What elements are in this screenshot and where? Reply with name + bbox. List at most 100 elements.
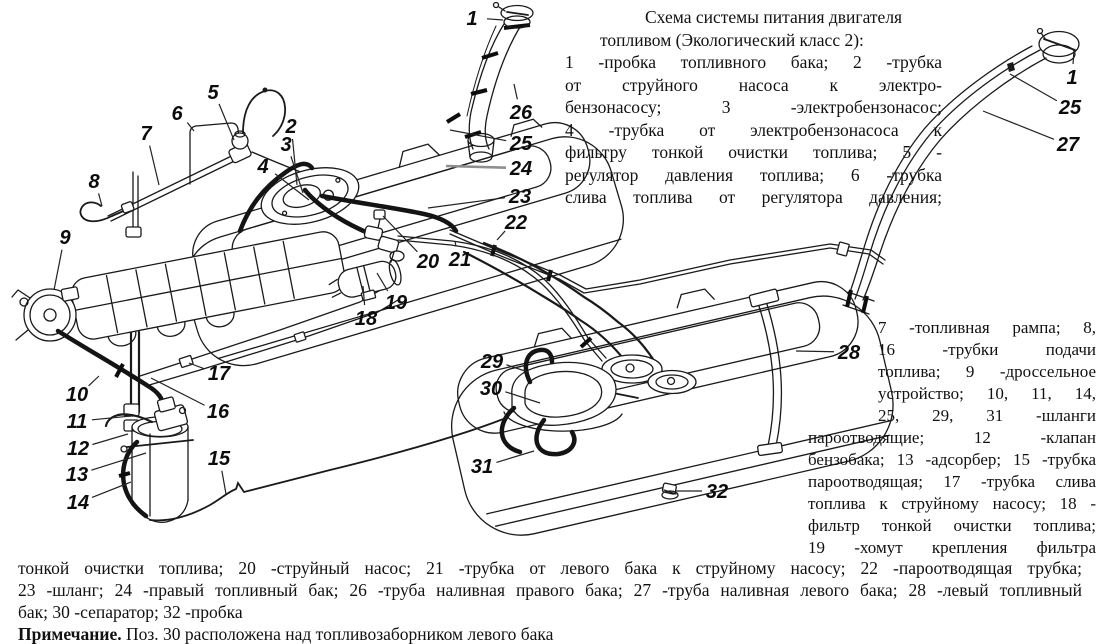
leader-line-30 — [505, 391, 541, 404]
legend-line: пароотводящая; 17 -трубка слива — [808, 472, 1096, 491]
fuel-rail — [79, 87, 339, 223]
caption-line: топливом (Экологический класс 2): — [600, 29, 864, 50]
vapor-hose-29 — [523, 347, 555, 385]
callout-2: 2 — [284, 116, 296, 138]
callout-27: 27 — [1056, 134, 1080, 156]
callout-9: 9 — [59, 227, 71, 249]
left-filler-tube — [842, 27, 1080, 315]
caption-line: регулятор давления топлива; 6 -трубка — [565, 164, 942, 185]
tank-valve-12 — [153, 396, 189, 432]
leader-line-20 — [382, 215, 418, 253]
vapor-hose-31a — [499, 405, 523, 455]
caption-line: 4 -трубка от электробензонасоса к — [565, 119, 942, 140]
callout-10: 10 — [66, 384, 88, 406]
legend-line: 7 -топливная рампа; 8, — [878, 318, 1096, 337]
fine-fuel-filter — [328, 258, 402, 302]
callout-11: 11 — [67, 411, 88, 433]
caption-line: слива топлива от регулятора давления; — [565, 187, 942, 207]
adsorber — [120, 416, 194, 524]
callout-15: 15 — [208, 448, 231, 470]
callout-20: 20 — [416, 251, 439, 273]
note-line: Примечание. Поз. 30 расположена над топл… — [18, 624, 1082, 644]
leader-line-25 — [449, 129, 507, 142]
leader-line-21 — [454, 240, 457, 247]
legend-line: тонкой очистки топлива; 20 -струйный нас… — [18, 558, 1082, 578]
right-filler-tube — [445, 1, 534, 150]
jet-pump — [363, 209, 405, 263]
legend-line: бензобака; 13 -адсорбер; 15 -трубка — [808, 450, 1096, 469]
leader-line-1 — [486, 18, 504, 21]
drain-plug — [661, 482, 679, 500]
leader-line-17 — [188, 362, 205, 370]
callout-8: 8 — [88, 171, 100, 193]
leader-line-29 — [506, 364, 529, 373]
supply-hose-crossover-b — [482, 241, 664, 376]
fuel-cap-right-tank — [492, 1, 534, 29]
legend-line: топлива к струйному насосу; 18 - — [808, 494, 1096, 513]
callout-25: 25 — [1058, 97, 1082, 119]
pressure-regulator — [228, 130, 252, 164]
callout-21: 21 — [448, 249, 471, 271]
leader-line-19 — [376, 272, 389, 292]
legend-line: 16 -трубки подачи — [878, 340, 1096, 359]
callout-28: 28 — [837, 342, 861, 364]
callout-24: 24 — [509, 158, 532, 180]
leader-line-5 — [218, 103, 235, 141]
callout-1: 1 — [466, 8, 477, 30]
callout-29: 29 — [480, 351, 504, 373]
caption-line: 1 -пробка топливного бака; 2 -трубка — [565, 52, 942, 72]
leader-line-31 — [496, 450, 535, 463]
hose-2a — [237, 161, 315, 234]
callout-1: 1 — [1066, 67, 1077, 89]
legend-line: бак; 30 -сепаратор; 32 -пробка — [18, 602, 243, 622]
leader-line-3 — [290, 156, 304, 194]
callout-25: 25 — [509, 133, 533, 155]
left-tank-flanges — [598, 354, 697, 401]
pipe-21 — [397, 235, 607, 362]
leader-line-4 — [274, 173, 310, 201]
separator — [503, 361, 623, 432]
fuel-cap-left-tank — [1036, 27, 1080, 64]
leader-line-11 — [91, 415, 132, 421]
legend-line: 23 -шланг; 24 -правый топливный бак; 26 … — [18, 580, 1082, 600]
legend-line: 25, 29, 31 -шланги — [878, 406, 1096, 425]
note-text: Поз. 30 расположена над топливозаборнико… — [121, 624, 554, 644]
legend-line: устройство; 10, 11, 14, — [878, 384, 1096, 403]
leader-line-28 — [795, 350, 835, 353]
leader-line-24 — [445, 164, 507, 169]
callout-14: 14 — [67, 492, 89, 514]
leader-line-1 — [1072, 48, 1075, 65]
leader-line-10 — [88, 375, 100, 387]
supply-tube-8-loop — [79, 201, 135, 223]
leader-line-15 — [221, 470, 227, 495]
leader-line-12 — [92, 433, 129, 446]
note-label: Примечание. — [18, 624, 122, 644]
leader-line-7 — [149, 145, 160, 186]
callout-32: 32 — [706, 481, 728, 503]
leader-line-23 — [427, 197, 506, 209]
hose-23 — [319, 193, 459, 234]
left-tank — [450, 280, 894, 536]
callout-3: 3 — [280, 134, 291, 156]
vapor-hose-14 — [120, 439, 149, 519]
caption-line: Схема системы питания двигателя — [645, 7, 903, 27]
callout-23: 23 — [508, 186, 531, 208]
callout-26: 26 — [509, 102, 533, 124]
leader-line-26 — [513, 83, 518, 100]
callout-19: 19 — [385, 292, 408, 314]
leader-line-27 — [982, 110, 1055, 140]
caption-line: от струйного насоса к электро- — [565, 74, 942, 95]
legend-line: 19 -хомут крепления фильтра — [808, 538, 1096, 557]
vapor-hose-31b — [534, 417, 577, 457]
callout-17: 17 — [208, 363, 231, 385]
callout-4: 4 — [256, 156, 268, 178]
leader-line-18 — [362, 285, 366, 306]
leader-line-25 — [1009, 73, 1058, 102]
caption-line: бензонасосу; 3 -электробензонасос; — [565, 97, 942, 117]
callout-5: 5 — [207, 82, 219, 104]
leader-line-2 — [291, 138, 298, 186]
callout-12: 12 — [67, 438, 89, 460]
